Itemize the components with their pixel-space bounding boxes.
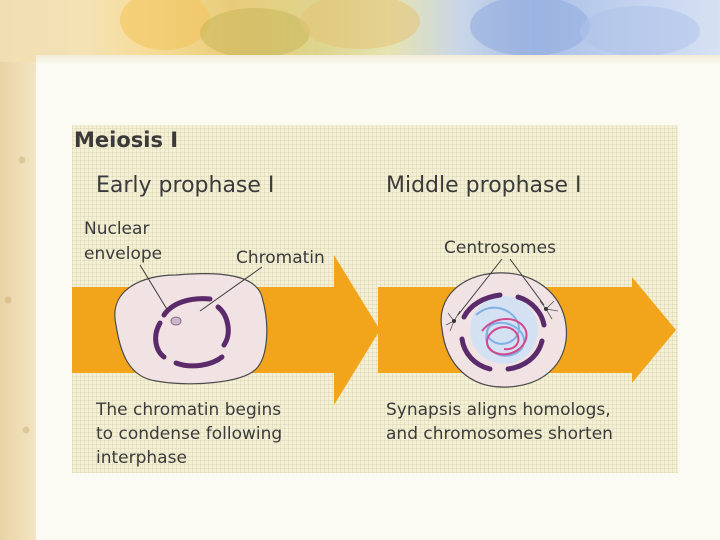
nucleus-envelope-arc-m3 <box>505 338 545 372</box>
banner-shadow <box>36 55 720 65</box>
label-centrosomes: Centrosomes <box>444 238 556 258</box>
nucleus-envelope-arc-m1 <box>461 292 503 320</box>
centrosome-left <box>445 310 461 332</box>
early-prophase-cell <box>114 264 268 385</box>
nucleolus <box>170 316 182 326</box>
nucleus-envelope-arc-1 <box>161 296 213 318</box>
centriole-left <box>452 319 456 323</box>
aster-left <box>445 310 461 332</box>
caption-middle-line1: Synapsis aligns homologs, <box>386 400 611 420</box>
label-chromatin: Chromatin <box>236 248 325 268</box>
cell-membrane-early <box>114 273 268 385</box>
centriole-right <box>544 307 548 311</box>
middle-prophase-cell <box>440 258 568 388</box>
caption-early-line1: The chromatin begins <box>95 400 281 420</box>
nucleus-envelope-arc-3 <box>173 354 225 369</box>
decorative-banner <box>0 0 720 62</box>
label-envelope: envelope <box>84 244 162 264</box>
caption-early-line2: to condense following <box>96 424 282 444</box>
caption-middle-line2: and chromosomes shorten <box>386 424 613 444</box>
chromatin-tangle-pink <box>481 318 528 356</box>
figure-title: Meiosis I <box>74 128 178 152</box>
stage-heading-middle: Middle prophase I <box>386 173 582 198</box>
nucleus-envelope-arc-m2 <box>515 294 547 328</box>
nucleus-envelope-arc-m4 <box>459 336 493 372</box>
stage-heading-early: Early prophase I <box>96 173 274 198</box>
meiosis-figure: Meiosis I Early prophase I Middle propha… <box>72 125 678 473</box>
pointer-centrosome-right <box>509 258 545 306</box>
pointer-nuclear-envelope <box>139 264 169 312</box>
pointer-centrosome-left <box>457 258 503 316</box>
parchment-strip <box>0 0 36 540</box>
centrosome-right <box>539 300 559 320</box>
pointer-chromatin <box>199 266 263 312</box>
figure-svg: Meiosis I Early prophase I Middle propha… <box>72 128 676 468</box>
caption-early-line3: interphase <box>96 448 187 468</box>
nucleus-envelope-arc-2 <box>153 320 167 360</box>
label-nuclear: Nuclear <box>84 219 149 239</box>
aster-right <box>539 300 559 320</box>
nucleus-envelope-arc-4 <box>215 304 231 348</box>
